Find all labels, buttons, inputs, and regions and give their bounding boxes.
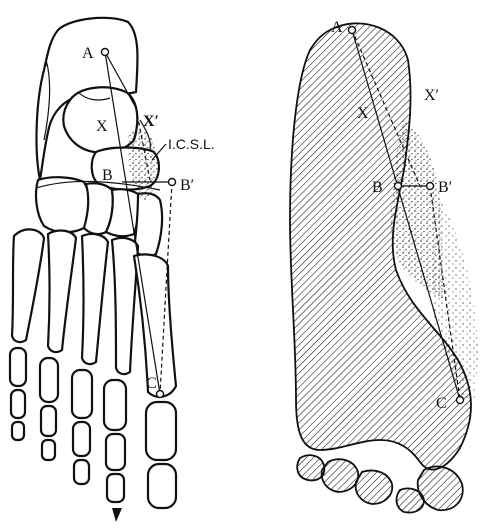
label-icsl: I.C.S.L.	[168, 136, 215, 152]
label-a-right: A	[331, 19, 343, 36]
footprint	[290, 23, 478, 512]
toe-print-2	[397, 488, 424, 512]
phalanx-4b-bone	[41, 406, 56, 436]
phalanx-5c-bone	[12, 422, 24, 440]
point-c	[157, 391, 164, 398]
phalanx-2a-bone	[104, 380, 126, 430]
label-b-left: B	[102, 167, 113, 184]
toe-tip-mark	[112, 508, 122, 522]
phalanx-2c-bone	[107, 474, 124, 502]
phalanx-2b-bone	[106, 434, 125, 470]
label-x-right: X	[357, 105, 369, 122]
label-x-prime-right: X′	[424, 87, 439, 104]
toe-print-5	[297, 455, 324, 480]
phalanx-5b-bone	[11, 390, 25, 418]
fp-point-b-prime	[427, 183, 434, 190]
phalanx-5a-bone	[10, 348, 26, 386]
label-x-prime-left: X′	[143, 113, 159, 130]
label-a-left: A	[82, 45, 94, 62]
metatarsal-3-bone	[82, 234, 108, 364]
fp-point-b	[395, 183, 402, 190]
fp-point-a	[349, 27, 356, 34]
phalanx-3b-bone	[73, 422, 90, 456]
point-b-prime	[169, 179, 176, 186]
metatarsal-5-bone	[12, 229, 44, 342]
phalanx-3c-bone	[74, 460, 89, 484]
phalanx-1b-bone	[148, 464, 176, 508]
label-b-right: B	[372, 179, 383, 196]
metatarsal-4-bone	[48, 231, 76, 353]
foot-skeleton	[10, 18, 176, 522]
label-c-right: C	[436, 395, 447, 412]
label-x-left: X	[96, 118, 108, 135]
phalanx-1a-bone	[146, 402, 176, 460]
toe-print-4	[322, 459, 359, 492]
label-c-left: C	[146, 375, 157, 392]
phalanx-3a-bone	[72, 370, 92, 418]
toe-print-3	[356, 471, 393, 505]
label-b-prime-left: B′	[180, 177, 194, 194]
fp-point-c	[457, 397, 464, 404]
label-b-prime-right: B′	[438, 179, 452, 196]
phalanx-4a-bone	[40, 358, 58, 402]
phalanx-4c-bone	[42, 440, 55, 460]
point-a	[102, 49, 109, 56]
